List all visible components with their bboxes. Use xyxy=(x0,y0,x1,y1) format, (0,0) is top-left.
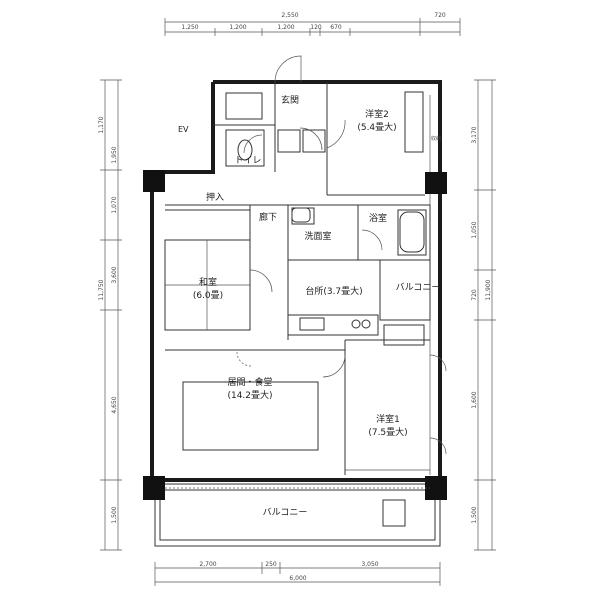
western-room-1-label: 洋室1 xyxy=(376,413,400,425)
dim-top-overall: 2,550 xyxy=(281,12,298,19)
dim-right: 3,170 xyxy=(471,126,478,143)
room-labels: EV 玄関 トイレ 押入 廊下 洗面室 浴室 洋室2 (5.4畳大) 和室 (6… xyxy=(178,94,441,518)
balcony-label: バルコニー xyxy=(263,507,308,518)
aircon-unit-icon xyxy=(382,499,406,527)
dim-top-right: 720 xyxy=(434,12,446,19)
dim-bottom-overall: 6,000 xyxy=(289,575,306,582)
dim-left: 4,650 xyxy=(111,396,118,413)
toilet-bowl-icon xyxy=(237,139,253,161)
sink-icon xyxy=(299,317,325,331)
dim-left: 1,950 xyxy=(111,146,118,163)
dim-top-segment: 1,250 xyxy=(181,24,198,31)
dim-right: 1,050 xyxy=(471,221,478,238)
living-dining-size: (14.2畳大) xyxy=(227,389,272,401)
japanese-room-size: (6.0畳) xyxy=(193,290,223,301)
dimension-labels: 2,550 720 1,250 1,200 1,200 120 670 2,70… xyxy=(98,12,492,582)
stove-burner-icon xyxy=(351,319,361,329)
kitchen-label: 台所(3.7畳大) xyxy=(305,285,362,297)
wash-basin-icon xyxy=(291,207,311,223)
closet-label: 押入 xyxy=(206,191,224,203)
dim-right: 1,600 xyxy=(471,391,478,408)
dim-bottom-segment: 3,050 xyxy=(361,561,378,568)
western-room-2-label: 洋室2 xyxy=(365,108,389,120)
washroom-label: 洗面室 xyxy=(304,230,331,242)
bathtub-icon xyxy=(399,211,425,253)
structural-columns xyxy=(143,170,447,500)
hallway-label: 廊下 xyxy=(259,211,277,223)
dim-left: 1,170 xyxy=(98,116,105,133)
dimension-lines xyxy=(100,18,496,586)
dim-left: 3,600 xyxy=(111,266,118,283)
bathroom-label: 浴室 xyxy=(369,212,387,224)
dim-right: 1,500 xyxy=(471,506,478,523)
stove-burner-icon xyxy=(361,319,371,329)
dim-top-segment: 1,200 xyxy=(277,24,294,31)
dim-right: 720 xyxy=(471,289,478,301)
western-room-2-size: (5.4畳大) xyxy=(357,121,396,133)
dim-right-overall: 11,900 xyxy=(485,279,492,300)
genkan-label: 玄関 xyxy=(281,94,299,106)
living-dining-label: 居間・食堂 xyxy=(227,376,272,388)
storage-label: 収納 xyxy=(431,135,441,142)
dim-left-overall: 11,750 xyxy=(98,279,105,300)
ev-label: EV xyxy=(178,125,189,134)
dim-left: 1,500 xyxy=(111,506,118,523)
dim-top-segment: 120 xyxy=(310,24,322,31)
dim-bottom-segment: 250 xyxy=(265,561,277,568)
japanese-room-label: 和室 xyxy=(199,276,217,288)
door-swings xyxy=(236,55,447,455)
western-room-1-size: (7.5畳大) xyxy=(368,426,407,438)
toilet-label: トイレ xyxy=(234,156,261,166)
dim-top-segment: 670 xyxy=(330,24,342,31)
dim-bottom-segment: 2,700 xyxy=(199,561,216,568)
small-balcony-label: バルコニー xyxy=(396,282,441,293)
dim-left: 1,070 xyxy=(111,196,118,213)
dim-top-segment: 1,200 xyxy=(229,24,246,31)
fixtures xyxy=(165,139,430,527)
